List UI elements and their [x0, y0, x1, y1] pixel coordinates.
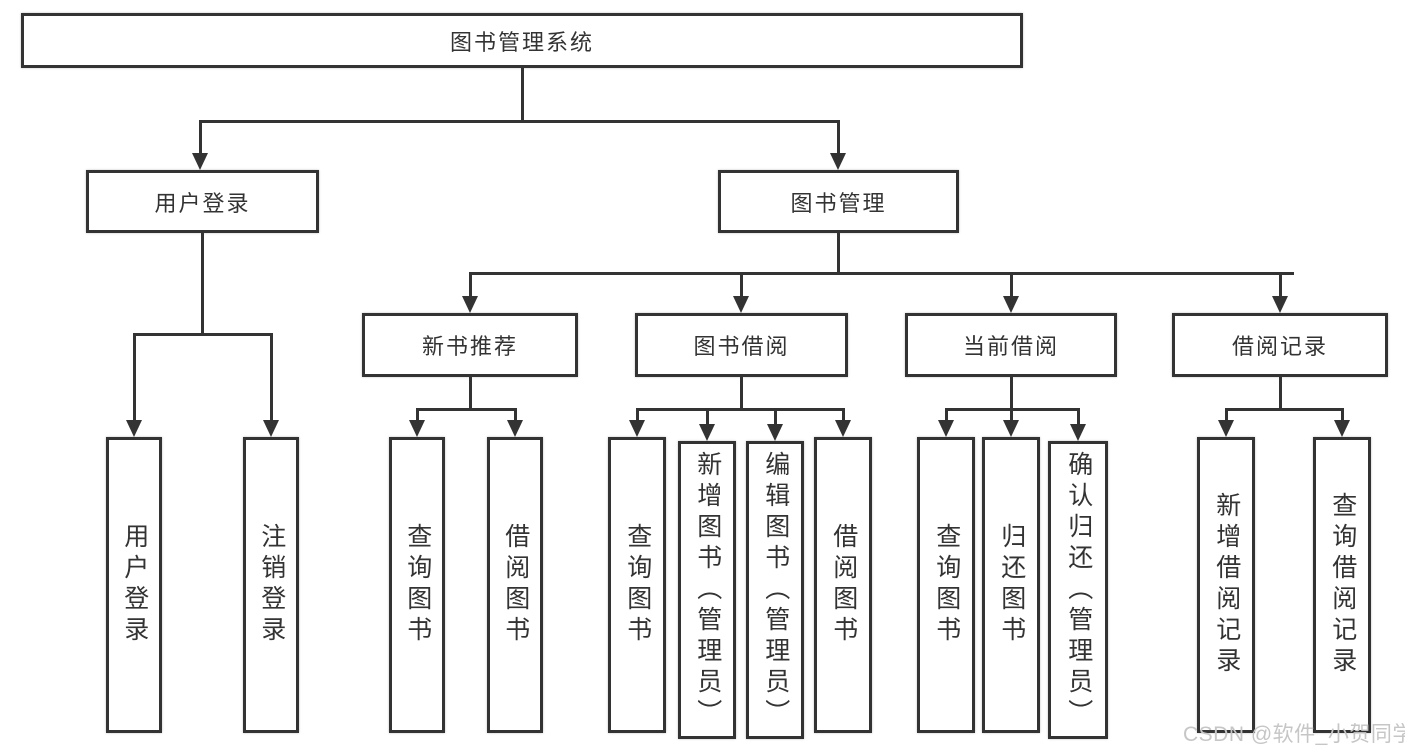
arrow-down-icon: [1070, 424, 1086, 441]
connector-borrow-records-trunk: [1278, 377, 1282, 408]
node-borrow-records-label: 借阅记录: [1231, 334, 1328, 359]
node-book-management: 图书管理: [718, 170, 959, 233]
leaf-user-login: 用户登录: [106, 437, 162, 733]
arrow-down-icon: [835, 420, 851, 437]
connector-drop: [513, 408, 517, 420]
node-user-login: 用户登录: [86, 170, 319, 233]
leaf-logout-login: 注销登录: [243, 437, 299, 733]
connector-current-borrow-trunk: [1009, 377, 1013, 408]
node-library-system: 图书管理系统: [21, 13, 1023, 68]
connector-drop: [1340, 408, 1344, 420]
connector-book-management-trunk: [836, 233, 840, 272]
node-new-book-recommend: 新书推荐: [362, 313, 578, 377]
leaf-current-confirm-return-admin-label: 确认归还（管理员）: [1064, 450, 1093, 730]
connector-drop-leaf-user-login: [132, 333, 136, 420]
connector-borrow-records-rail: [1224, 408, 1344, 411]
arrow-down-icon: [1003, 420, 1019, 437]
connector-level2-rail: [198, 120, 840, 123]
arrow-down-icon: [830, 153, 846, 170]
leaf-user-login-label: 用户登录: [120, 523, 149, 647]
connector-book-borrow-rail: [635, 408, 845, 411]
node-current-borrow-label: 当前借阅: [962, 334, 1059, 359]
connector-drop: [944, 408, 948, 420]
node-book-borrow: 图书借阅: [635, 313, 848, 377]
connector-drop: [705, 408, 709, 424]
leaf-records-query-record-label: 查询借阅记录: [1328, 492, 1357, 678]
arrow-down-icon: [767, 424, 783, 441]
arrow-down-icon: [507, 420, 523, 437]
leaf-newrec-query-book: 查询图书: [389, 437, 445, 733]
arrow-down-icon: [733, 296, 749, 313]
node-user-login-label: 用户登录: [154, 190, 251, 216]
connector-drop-user-login: [198, 120, 202, 154]
connector-drop: [635, 408, 639, 420]
arrow-down-icon: [263, 420, 279, 437]
connector-drop: [773, 408, 777, 424]
connector-drop-leaf-logout: [269, 333, 273, 420]
arrow-down-icon: [126, 420, 142, 437]
leaf-current-return-book: 归还图书: [982, 437, 1040, 733]
connector-root-trunk: [520, 68, 524, 120]
leaf-current-return-book-label: 归还图书: [997, 523, 1026, 647]
arrow-down-icon: [192, 153, 208, 170]
connector-drop: [841, 408, 845, 420]
connector-level3-rail: [468, 272, 1294, 275]
leaf-logout-login-label: 注销登录: [257, 523, 286, 647]
arrow-down-icon: [462, 296, 478, 313]
leaf-newrec-borrow-book-label: 借阅图书: [501, 523, 530, 647]
connector-drop-book-borrow: [739, 272, 743, 296]
connector-drop-book-management: [836, 120, 840, 154]
arrow-down-icon: [1218, 420, 1234, 437]
leaf-borrow-edit-book-admin: 编辑图书（管理员）: [746, 441, 804, 739]
leaf-records-add-record-label: 新增借阅记录: [1212, 492, 1241, 678]
node-borrow-records: 借阅记录: [1172, 313, 1388, 377]
connector-drop-borrow-records: [1278, 272, 1282, 296]
arrow-down-icon: [629, 420, 645, 437]
leaf-borrow-borrow-book-label: 借阅图书: [829, 523, 858, 647]
leaf-newrec-borrow-book: 借阅图书: [487, 437, 543, 733]
arrow-down-icon: [1334, 420, 1350, 437]
node-book-management-label: 图书管理: [790, 190, 887, 216]
connector-new-book-trunk: [468, 377, 472, 408]
leaf-borrow-edit-book-admin-label: 编辑图书（管理员）: [761, 450, 790, 730]
node-current-borrow: 当前借阅: [905, 313, 1117, 377]
connector-new-book-rail: [415, 408, 517, 411]
connector-book-borrow-trunk: [739, 377, 743, 408]
arrow-down-icon: [409, 420, 425, 437]
leaf-records-add-record: 新增借阅记录: [1197, 437, 1255, 733]
connector-drop: [1076, 408, 1080, 424]
leaf-current-confirm-return-admin: 确认归还（管理员）: [1048, 441, 1108, 739]
connector-drop: [415, 408, 419, 420]
leaf-borrow-add-book-admin: 新增图书（管理员）: [678, 441, 736, 739]
leaf-records-query-record: 查询借阅记录: [1313, 437, 1371, 733]
connector-drop: [1009, 408, 1013, 420]
node-book-borrow-label: 图书借阅: [693, 334, 790, 359]
node-new-book-recommend-label: 新书推荐: [421, 334, 518, 359]
leaf-newrec-query-book-label: 查询图书: [403, 523, 432, 647]
connector-drop-new-book: [468, 272, 472, 296]
leaf-borrow-query-book: 查询图书: [608, 437, 666, 733]
leaf-current-query-book: 查询图书: [917, 437, 975, 733]
arrow-down-icon: [699, 424, 715, 441]
arrow-down-icon: [1272, 296, 1288, 313]
node-library-system-label: 图书管理系统: [449, 29, 594, 55]
csdn-watermark: CSDN @软件_小贺同学: [1183, 723, 1405, 746]
leaf-current-query-book-label: 查询图书: [932, 523, 961, 647]
leaf-borrow-add-book-admin-label: 新增图书（管理员）: [693, 450, 722, 730]
connector-drop: [1224, 408, 1228, 420]
connector-drop-current-borrow: [1009, 272, 1013, 296]
connector-user-login-rail: [132, 333, 273, 336]
arrow-down-icon: [1003, 296, 1019, 313]
connector-user-login-trunk: [200, 233, 204, 333]
leaf-borrow-query-book-label: 查询图书: [623, 523, 652, 647]
leaf-borrow-borrow-book: 借阅图书: [814, 437, 872, 733]
arrow-down-icon: [938, 420, 954, 437]
